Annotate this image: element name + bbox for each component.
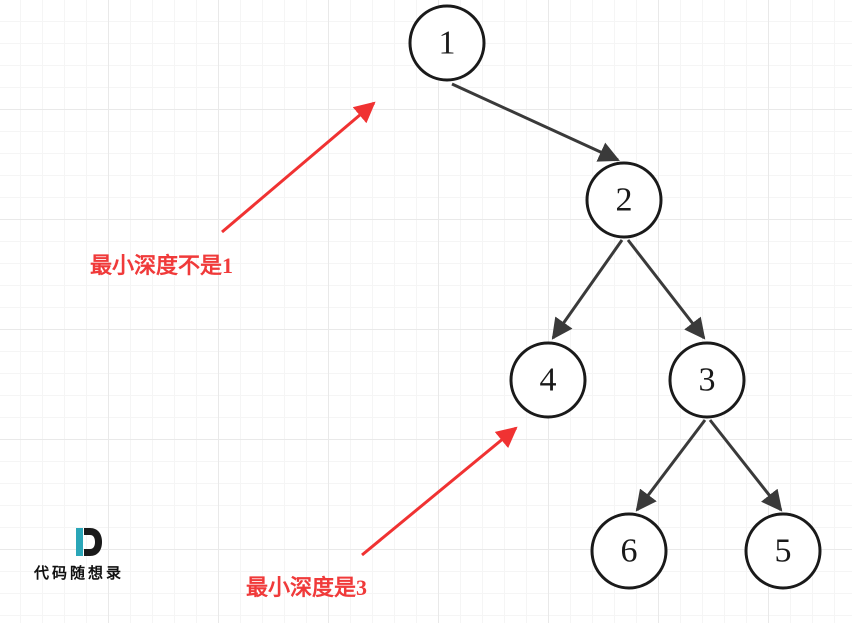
edge-3-to-5 <box>708 419 783 512</box>
annotation-arrows <box>221 101 518 557</box>
arrow-to-node-4 <box>361 426 518 557</box>
edge-2-to-3 <box>626 239 706 340</box>
tree-node-3: 3 <box>668 341 746 419</box>
tree-node-1: 1 <box>408 4 486 82</box>
tree-edges <box>451 82 783 512</box>
edge-3-to-6 <box>635 419 707 512</box>
tree-node-5-label: 5 <box>775 533 792 570</box>
edge-1-to-2 <box>451 82 620 162</box>
logo-d-icon <box>76 528 102 556</box>
tree-node-4: 4 <box>509 341 587 419</box>
tree-node-6-label: 6 <box>621 533 638 570</box>
annotation-min-depth-not-1: 最小深度不是1 <box>90 253 234 278</box>
annotation-min-depth-is-3: 最小深度是3 <box>246 575 368 600</box>
tree-node-6: 6 <box>590 512 668 590</box>
arrow-to-node-1-level <box>221 101 376 234</box>
tree-node-2: 2 <box>585 161 663 239</box>
tree-node-2-label: 2 <box>616 182 633 219</box>
tree-node-1-label: 1 <box>439 25 456 62</box>
logo: 代码随想录 <box>34 528 154 588</box>
tree-node-3-label: 3 <box>699 362 716 399</box>
edge-2-to-4 <box>551 239 624 340</box>
tree-node-4-label: 4 <box>540 362 557 399</box>
tree-node-5: 5 <box>744 512 822 590</box>
logo-text: 代码随想录 <box>34 564 125 582</box>
